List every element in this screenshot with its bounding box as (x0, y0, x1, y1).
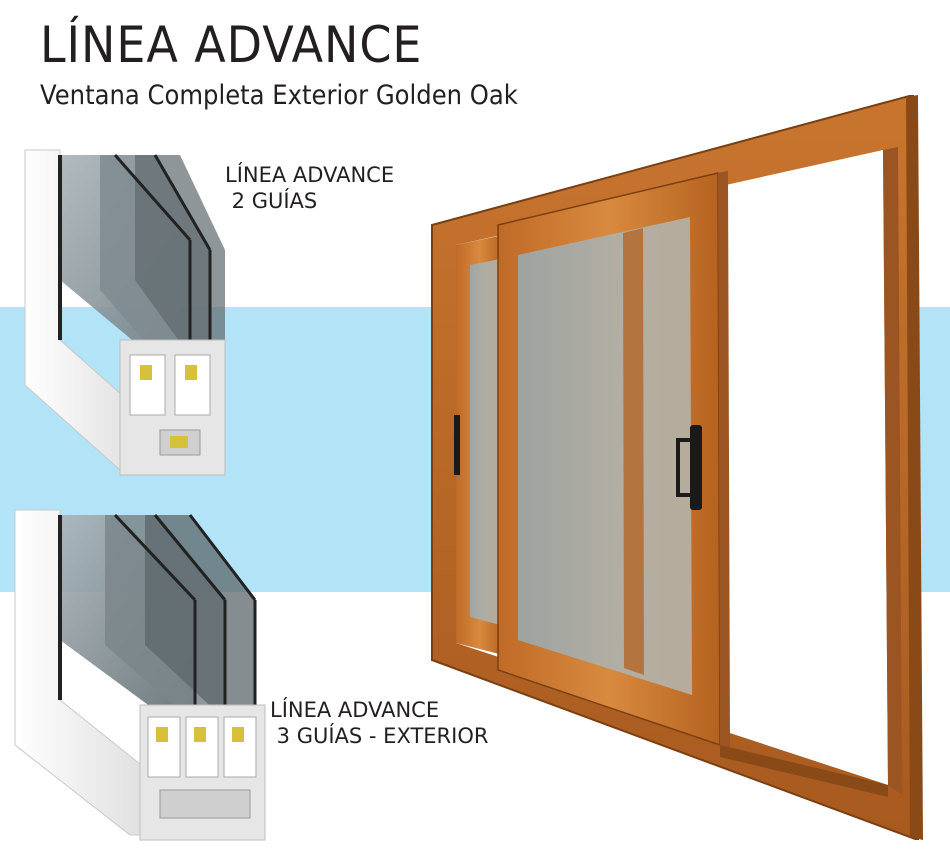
profile-2-guias-line1: LÍNEA ADVANCE (225, 163, 395, 187)
profile-2-guias-line2: 2 GUÍAS (225, 189, 318, 213)
golden-oak-sliding-window-illustration (431, 95, 923, 840)
profile-2-guias-illustration (24, 149, 226, 476)
profile-3-guias-line1: LÍNEA ADVANCE (270, 698, 440, 722)
profile-3-guias-label: LÍNEA ADVANCE 3 GUÍAS - EXTERIOR (270, 697, 488, 749)
profile-3-guias-line2: 3 GUÍAS - EXTERIOR (270, 724, 489, 748)
profile-2-guias-label: LÍNEA ADVANCE 2 GUÍAS (225, 162, 394, 214)
page-subtitle: Ventana Completa Exterior Golden Oak (40, 80, 518, 111)
page-title: LÍNEA ADVANCE (40, 16, 423, 74)
profile-3-guias-illustration (14, 509, 266, 841)
